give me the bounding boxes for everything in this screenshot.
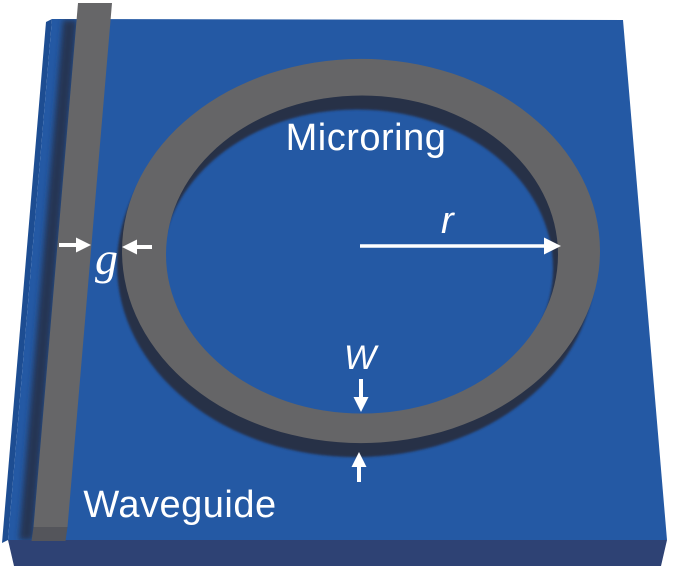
waveguide-shadow — [19, 20, 77, 540]
gap-label: g — [95, 233, 118, 284]
gap-arrow-left-head — [122, 239, 137, 255]
width-arrow-down-head — [353, 397, 369, 412]
waveguide-strip — [33, 3, 112, 527]
gap-annotation: g — [59, 233, 152, 284]
radius-annotation: r — [360, 200, 561, 255]
gap-arrow-right-head — [76, 237, 91, 253]
width-annotation: W — [344, 339, 379, 482]
microring-label: Microring — [286, 117, 447, 159]
radius-label: r — [441, 200, 455, 242]
radius-arrow-head — [544, 237, 561, 255]
width-label: W — [344, 339, 379, 377]
substrate-left-side-face — [2, 19, 52, 543]
waveguide-end-face — [31, 527, 68, 541]
width-arrow-up-head — [351, 452, 367, 467]
waveguide-label: Waveguide — [83, 484, 276, 526]
substrate-front-face — [8, 540, 667, 566]
